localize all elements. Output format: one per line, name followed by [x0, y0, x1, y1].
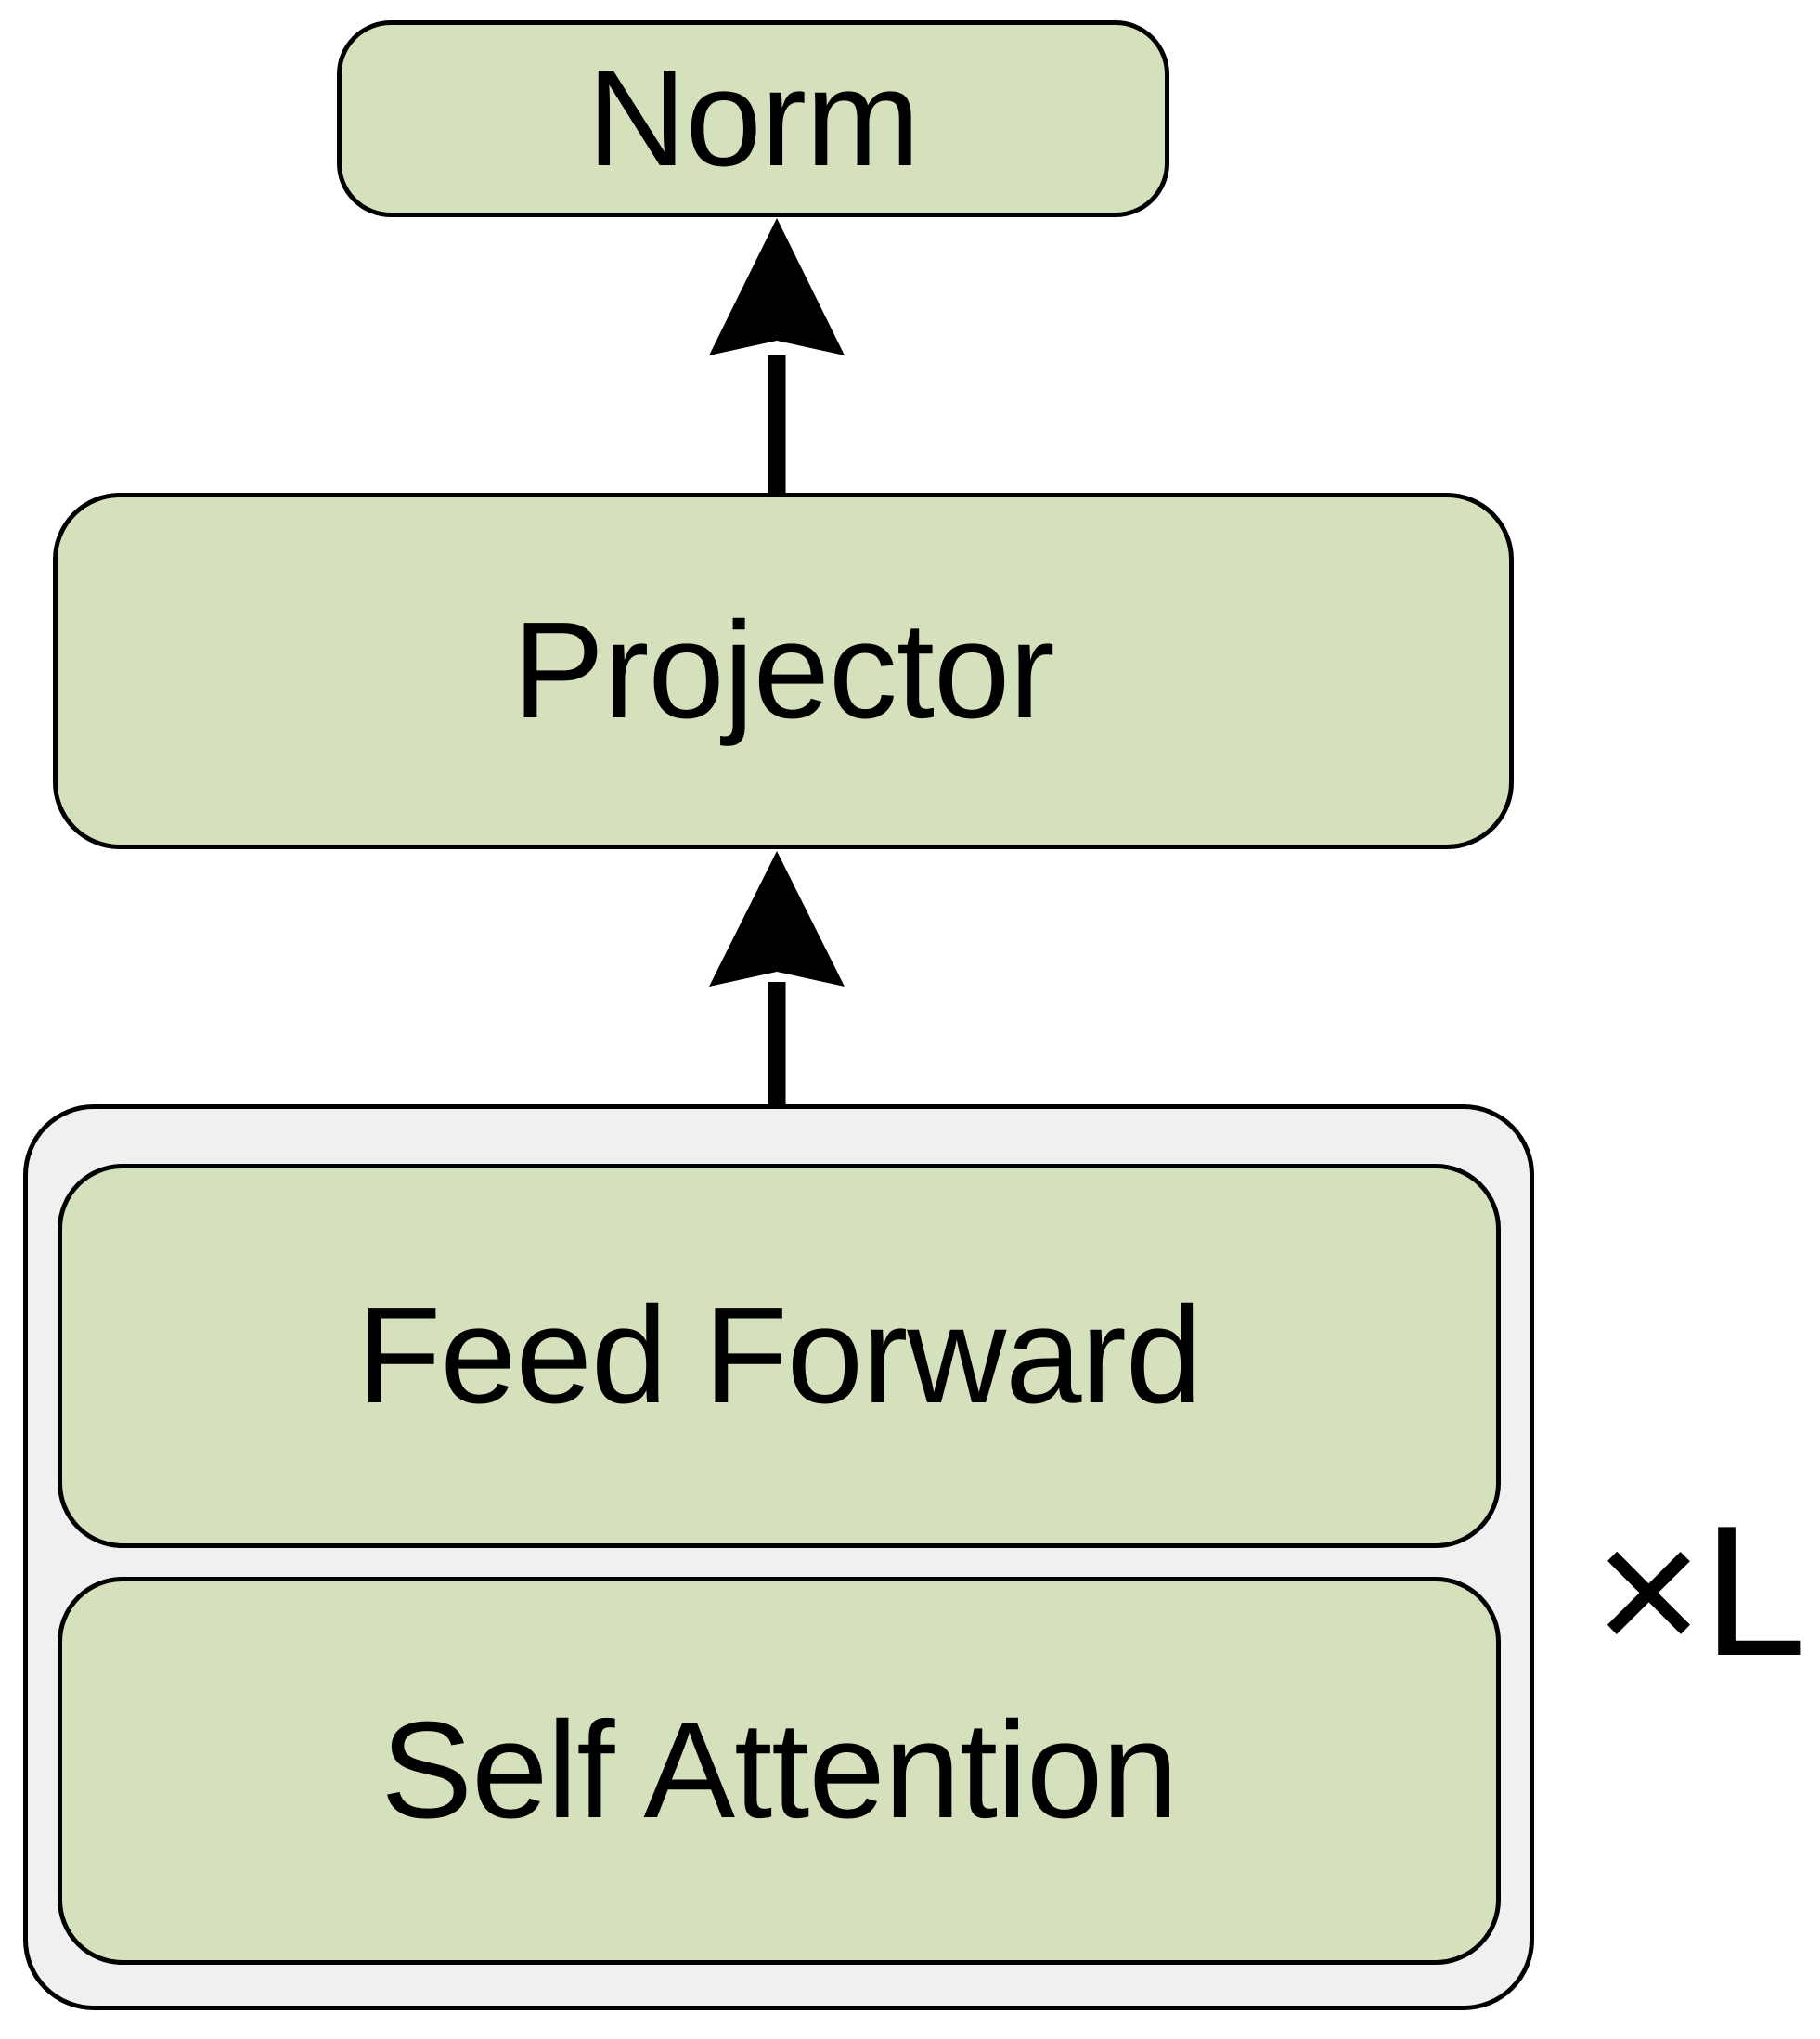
node-self-attention[interactable]: Self Attention: [58, 1577, 1501, 1965]
arrow-projector-to-norm-icon: [709, 218, 845, 498]
arrow-stack-to-projector-icon: [709, 851, 845, 1115]
node-projector-label: Projector: [512, 594, 1054, 747]
node-projector[interactable]: Projector: [53, 493, 1514, 849]
node-norm-label: Norm: [587, 42, 921, 195]
node-feed-forward-label: Feed Forward: [356, 1279, 1202, 1432]
node-feed-forward[interactable]: Feed Forward: [58, 1164, 1501, 1548]
node-self-attention-label: Self Attention: [381, 1694, 1178, 1847]
node-norm[interactable]: Norm: [337, 20, 1169, 217]
layer-repeat-label: ×L: [1594, 1488, 1807, 1695]
